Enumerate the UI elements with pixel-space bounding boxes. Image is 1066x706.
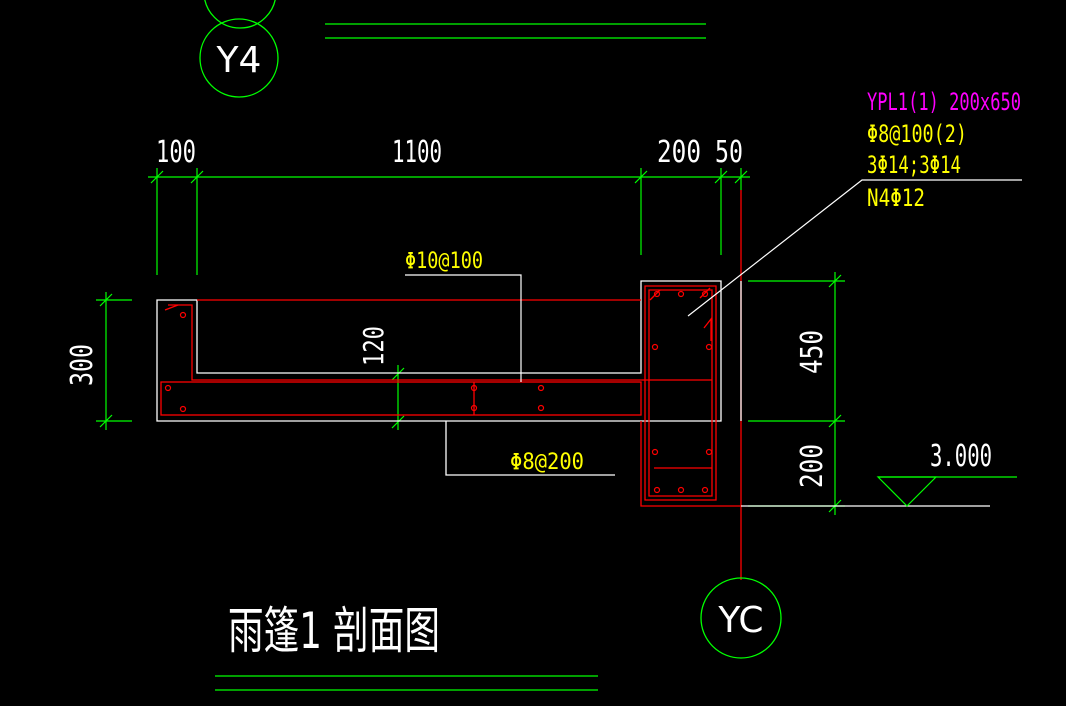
leader-lines [405,179,1022,382]
axis-bubble-y4: Y4 [199,18,279,98]
rebar-group [160,285,717,501]
drawing-title: 雨篷1 剖面图 [228,602,440,660]
dim-left-300: 300 [65,344,100,386]
top-dimension-chain [148,168,750,275]
dim-top-100: 100 [156,135,196,170]
beam-side-bars: N4Φ12 [867,184,925,212]
dim-right-200: 200 [795,444,830,488]
elevation-mark [876,476,1017,507]
rebar-dots [164,290,713,494]
axis-label-yc: YC [717,600,763,641]
axis-circle-partial [204,0,276,29]
axis-label-y4: Y4 [216,40,262,81]
slab-thickness-dimension [391,365,405,430]
dim-top-1100: 1100 [392,135,442,170]
beam-longitudinal: 3Φ14;3Φ14 [867,151,961,179]
beam-stirrups: Φ8@100(2) [867,120,967,148]
elevation-value: 3.000 [930,439,992,474]
drip-edge-outline [445,421,615,476]
left-dimension [96,292,132,430]
dim-top-50: 50 [715,135,743,170]
dim-right-450: 450 [795,330,830,374]
axis-bubble-yc: YC [700,577,782,659]
dim-slab-120: 120 [357,326,390,366]
concrete-outline [156,280,722,422]
note-distribution-bar: Φ8@200 [510,450,584,475]
note-top-bar: Φ10@100 [405,249,483,274]
dim-top-200: 200 [657,135,701,170]
beam-name: YPL1(1) 200x650 [867,88,1021,116]
beam-lower-outline [640,421,741,507]
